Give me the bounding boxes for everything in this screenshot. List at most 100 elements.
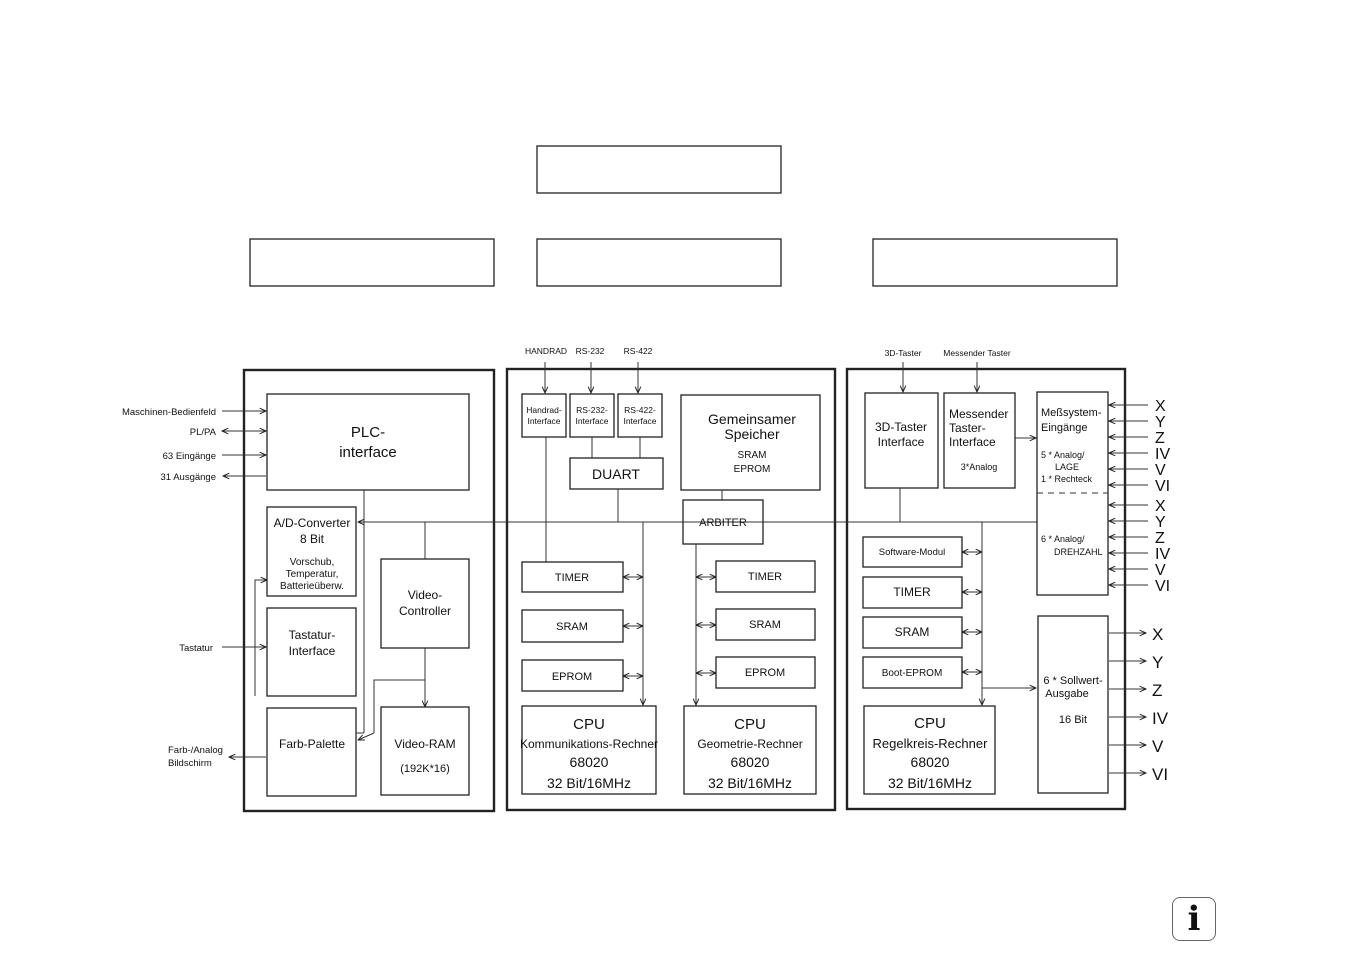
cpu2-box (683, 705, 817, 795)
timer2-label: TIMER (748, 571, 782, 583)
mess-sys-label-1: Meßsystem- (1041, 407, 1102, 419)
software-label: Software-Modul (879, 547, 946, 558)
mess-sys-label-5: 1 * Rechteck (1041, 474, 1093, 484)
axis-out-vi: VI (1152, 765, 1168, 784)
video-ctrl-label-1: Video- (408, 588, 442, 602)
right-block (845, 367, 1127, 811)
axis-in-top-iv: IV (1155, 446, 1170, 463)
adc-label-5: Batterieüberw. (280, 581, 344, 592)
handrad-if-label-1: Handrad- (526, 405, 562, 415)
cpu1-label-2: Kommunikations-Rechner (520, 737, 658, 751)
sram1-label: SRAM (556, 621, 588, 633)
keyboard-if-label-2: Interface (289, 644, 336, 658)
axis-out-y: Y (1152, 653, 1163, 672)
cpu3-label-4: 32 Bit/16MHz (888, 775, 972, 791)
duart-label: DUART (592, 466, 640, 482)
sollwert-label-2: Ausgabe (1045, 688, 1088, 700)
shared-mem-label-2: Speicher (724, 426, 780, 442)
palette-box (266, 707, 357, 797)
axis-in-bottom-iv: IV (1155, 546, 1170, 563)
axis-in-top-x: X (1155, 398, 1166, 415)
cpu2-label-3: 68020 (731, 754, 770, 770)
keyboard-to-adc-line (254, 580, 267, 696)
left-block (242, 368, 496, 813)
eprom1-label: EPROM (552, 671, 592, 683)
eprom2-label: EPROM (745, 667, 785, 679)
rs232-if-label-2: Interface (575, 416, 608, 426)
messender-interface-box (943, 392, 1016, 489)
adc-label-2: 8 Bit (300, 532, 325, 546)
video-ram-label-1: Video-RAM (394, 737, 455, 751)
axis-out-v: V (1152, 737, 1164, 756)
adc-box (266, 506, 357, 597)
video-ram-box (380, 706, 470, 796)
mess-if-label-2: Taster- (949, 421, 986, 435)
shared-mem-label-1: Gemeinsamer (708, 411, 796, 427)
cpu3-box (863, 705, 996, 795)
taster-interface-box (864, 392, 939, 489)
handrad-label: HANDRAD (525, 346, 567, 356)
mess-sys-label-2: Eingänge (1041, 422, 1088, 434)
cpu1-label-4: 32 Bit/16MHz (547, 775, 631, 791)
mess-if-label-1: Messender (949, 407, 1008, 421)
axis-in-top-v: V (1155, 462, 1166, 479)
palette-label: Farb-Palette (279, 737, 345, 751)
inputs63-label: 63 Eingänge (163, 451, 216, 462)
rs422-if-label-2: Interface (623, 416, 656, 426)
video-ram-to-palette-arrow (358, 732, 375, 740)
middle-block (505, 367, 837, 812)
sollwert-label-1: 6 * Sollwert- (1043, 675, 1103, 687)
adc-label-3: Vorschub, (290, 557, 334, 568)
sollwert-box (1037, 615, 1109, 794)
info-glyph: i (1187, 899, 1201, 939)
axis-in-top-z: Z (1155, 430, 1165, 447)
sram2-label: SRAM (749, 619, 781, 631)
cpu3-label-2: Regelkreis-Rechner (873, 736, 989, 751)
video-ctrl-label-2: Controller (399, 604, 451, 618)
keyboard-label: Tastatur (179, 643, 213, 654)
axis-inputs-top (1109, 405, 1148, 485)
info-icon[interactable]: i (1172, 897, 1216, 941)
rs422-label: RS-422 (624, 346, 653, 356)
panel-label: Maschinen-Bedienfeld (122, 407, 216, 418)
axis-in-top-vi: VI (1155, 478, 1170, 495)
arbiter-label: ARBITER (699, 517, 747, 529)
axis-in-bottom-v: V (1155, 562, 1166, 579)
header-box-right (872, 238, 1118, 287)
screen-label-1: Farb-/Analog (168, 745, 223, 756)
timer3-label: TIMER (893, 585, 931, 599)
header-box-top (536, 145, 782, 194)
shared-mem-label-4: EPROM (734, 464, 771, 475)
axis-in-bottom-x: X (1155, 498, 1166, 515)
mess-sys-label-4: LAGE (1055, 462, 1079, 472)
outputs31-label: 31 Ausgänge (161, 472, 216, 483)
sollwert-label-3: 16 Bit (1059, 714, 1087, 726)
axis-inputs-bottom (1109, 505, 1148, 585)
mess-sys-label-7: DREHZAHL (1054, 547, 1103, 557)
plc-interface-box (266, 393, 470, 491)
cpu1-label-1: CPU (573, 716, 605, 733)
screen-label-2: Bildschirm (168, 758, 212, 769)
header-box-left (249, 238, 495, 287)
shared-mem-label-3: SRAM (738, 450, 767, 461)
adc-label-1: A/D-Converter (274, 516, 351, 530)
cpu1-label-3: 68020 (570, 754, 609, 770)
sram3-label: SRAM (895, 625, 930, 639)
rs232-if-label-1: RS-232- (576, 405, 608, 415)
taster-if-label-1: 3D-Taster (875, 420, 927, 434)
duart-box (569, 457, 664, 490)
handrad-interface-box (521, 393, 567, 438)
axis-out-z: Z (1152, 681, 1162, 700)
mess-sys-label-3: 5 * Analog/ (1041, 450, 1085, 460)
cpu3-label-1: CPU (914, 715, 946, 732)
keyboard-if-label-1: Tastatur- (289, 628, 336, 642)
axis-in-bottom-vi: VI (1155, 578, 1170, 595)
axis-out-iv: IV (1152, 709, 1169, 728)
cpu2-label-4: 32 Bit/16MHz (708, 775, 792, 791)
rs232-label: RS-232 (576, 346, 605, 356)
cpu2-label-2: Geometrie-Rechner (697, 737, 802, 751)
adc-label-4: Temperatur, (286, 569, 339, 580)
axis-out-x: X (1152, 625, 1163, 644)
axis-in-bottom-y: Y (1155, 514, 1166, 531)
arbiter-box (682, 499, 764, 545)
